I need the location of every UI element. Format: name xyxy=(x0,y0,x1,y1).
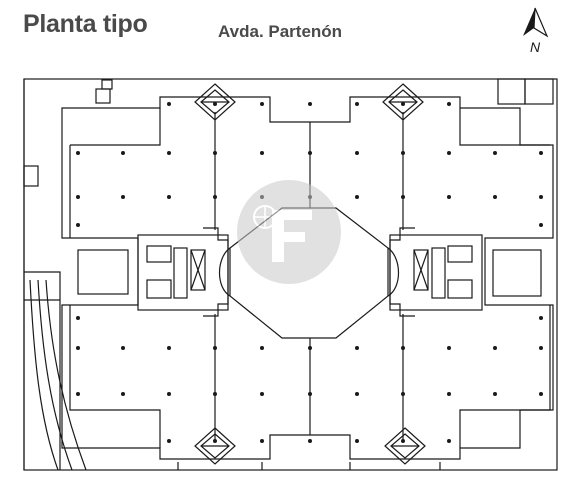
column-dot xyxy=(213,102,217,106)
column-dot xyxy=(167,439,171,443)
column-dot xyxy=(493,346,497,350)
column-dot xyxy=(76,151,80,155)
service-block xyxy=(95,88,111,104)
column-dot xyxy=(493,195,497,199)
column-dot xyxy=(539,392,543,396)
column-dot xyxy=(447,346,451,350)
brand-logo-watermark xyxy=(237,180,341,284)
column-dot xyxy=(121,346,125,350)
column-dot xyxy=(355,346,359,350)
column-dot xyxy=(167,102,171,106)
column-dot xyxy=(355,392,359,396)
column-dot xyxy=(76,316,80,320)
column-dot xyxy=(308,102,312,106)
column-dot xyxy=(76,346,80,350)
left-core xyxy=(137,227,229,317)
column-dot xyxy=(121,392,125,396)
north-arrow-icon: N xyxy=(523,7,549,55)
column-dot xyxy=(167,392,171,396)
column-dot xyxy=(401,439,405,443)
column-dot xyxy=(213,195,217,199)
column-dot xyxy=(401,102,405,106)
north-label: N xyxy=(530,39,541,55)
column-dot xyxy=(539,151,543,155)
right-patio xyxy=(492,249,542,297)
column-dot xyxy=(539,195,543,199)
column-dot xyxy=(260,439,264,443)
column-dot xyxy=(308,346,312,350)
column-dot xyxy=(260,151,264,155)
column-dot xyxy=(355,195,359,199)
column-dot xyxy=(213,151,217,155)
left-patio xyxy=(77,249,129,295)
column-dot xyxy=(260,102,264,106)
column-dot xyxy=(401,195,405,199)
column-dot xyxy=(355,439,359,443)
column-dot xyxy=(308,151,312,155)
column-dot xyxy=(355,102,359,106)
column-dot xyxy=(493,392,497,396)
stair-tower-bottom-right xyxy=(384,427,426,465)
column-dot xyxy=(355,151,359,155)
column-dot xyxy=(76,223,80,227)
column-dot xyxy=(401,392,405,396)
column-dot xyxy=(493,151,497,155)
column-dot xyxy=(213,439,217,443)
column-dot xyxy=(121,195,125,199)
column-dot xyxy=(447,195,451,199)
access-strip xyxy=(23,79,61,470)
structural-columns xyxy=(76,102,543,443)
column-dot xyxy=(447,439,451,443)
service-block xyxy=(497,78,526,105)
column-dot xyxy=(308,392,312,396)
column-dot xyxy=(121,151,125,155)
stair-tower-bottom-left xyxy=(194,427,236,465)
column-dot xyxy=(167,346,171,350)
column-dot xyxy=(447,151,451,155)
column-dot xyxy=(260,346,264,350)
plan-title: Planta tipo xyxy=(23,10,148,38)
column-dot xyxy=(539,223,543,227)
column-dot xyxy=(539,316,543,320)
column-dot xyxy=(76,392,80,396)
column-dot xyxy=(539,346,543,350)
column-dot xyxy=(167,151,171,155)
ramp xyxy=(29,279,59,471)
column-dot xyxy=(213,392,217,396)
column-dot xyxy=(167,195,171,199)
street-label: Avda. Partenón xyxy=(218,22,343,41)
column-dot xyxy=(447,102,451,106)
column-dot xyxy=(447,392,451,396)
column-dot xyxy=(76,195,80,199)
column-dot xyxy=(260,392,264,396)
column-dot xyxy=(308,439,312,443)
column-dot xyxy=(401,346,405,350)
service-block xyxy=(23,165,39,187)
right-core xyxy=(389,227,483,317)
column-dot xyxy=(213,346,217,350)
column-dot xyxy=(401,151,405,155)
